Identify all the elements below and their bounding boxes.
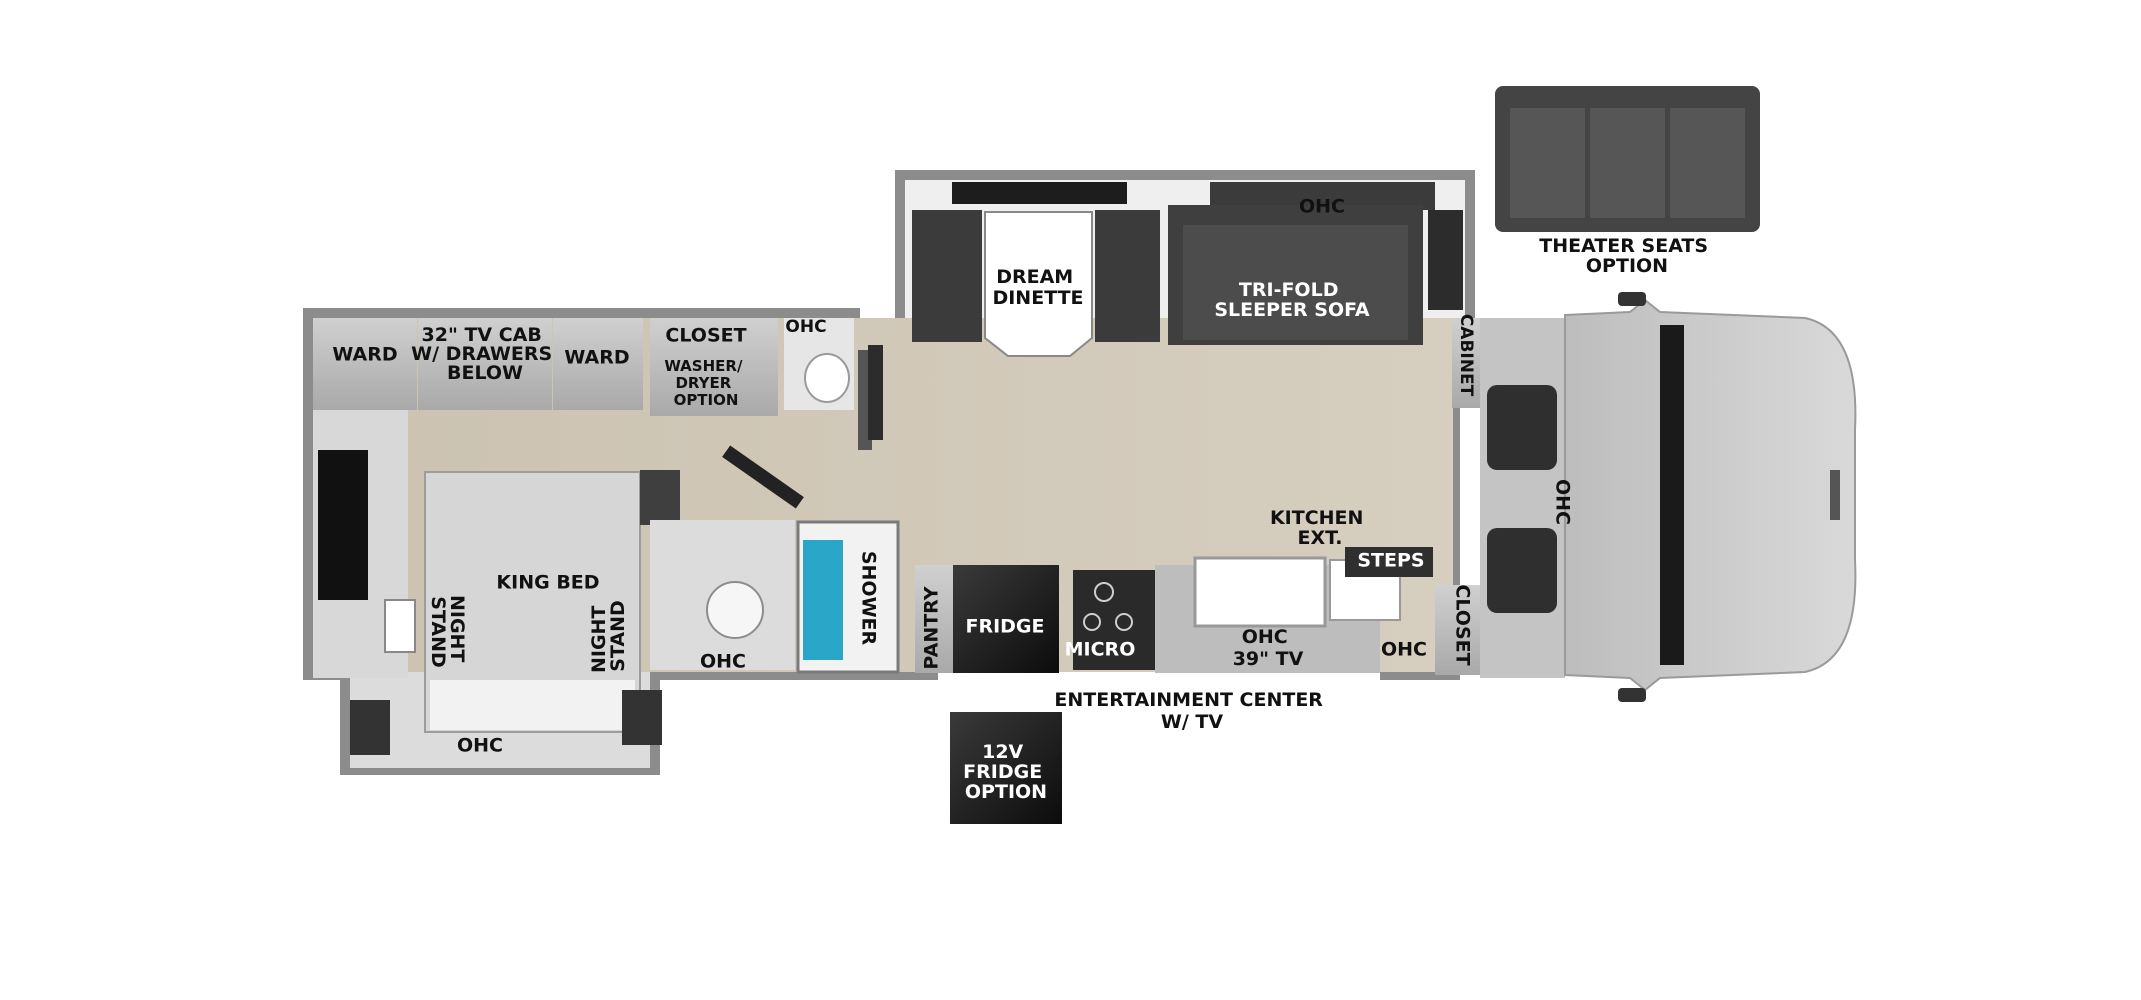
label-ohc-bath: OHC — [785, 317, 826, 337]
theater-seats-option — [1495, 86, 1760, 232]
fridge-box — [953, 565, 1059, 673]
label-shower: SHOWER — [858, 551, 880, 646]
front-cab — [1452, 292, 1857, 702]
label-pantry: PANTRY — [921, 586, 943, 669]
steps-box — [1345, 547, 1433, 577]
bedroom — [313, 410, 680, 755]
label-cabinet: CABINET — [1456, 314, 1476, 397]
label-night-stand-right: NIGHT STAND — [588, 599, 629, 673]
dinette-bench-left — [912, 210, 982, 342]
burner-3 — [1115, 613, 1133, 631]
label-fridge: FRIDGE — [965, 616, 1044, 638]
bath-door — [722, 445, 804, 509]
mirror-top — [1618, 292, 1646, 306]
dinette-window — [952, 182, 1127, 204]
galley-sink — [1193, 556, 1327, 628]
slideout-side-cab — [1428, 210, 1463, 310]
label-fridge-option: 12V FRIDGE OPTION — [963, 741, 1049, 803]
burner-1 — [1094, 582, 1114, 602]
label-king-bed: KING BED — [496, 572, 599, 594]
dinette-side-post — [868, 345, 883, 440]
shower-accent — [803, 540, 843, 660]
toilet-icon — [706, 581, 764, 639]
cockpit-floor — [1480, 318, 1565, 678]
ward-left-cabinet — [313, 318, 417, 410]
bedroom-window-right — [622, 690, 662, 745]
label-ohc-tv: OHC 39" TV — [1233, 626, 1304, 670]
ward-right-cabinet — [553, 318, 643, 410]
vanity-sink-icon — [804, 353, 850, 403]
label-tv-cab: 32" TV CAB W/ DRAWERS BELOW — [411, 324, 559, 384]
galley — [915, 547, 1480, 675]
sofa-seat-area — [1183, 225, 1408, 340]
label-ohc-bath-lower: OHC — [700, 651, 746, 673]
theater-seat-1 — [1510, 108, 1585, 218]
label-micro: MICRO — [1065, 639, 1136, 661]
label-kitchen-ext: KITCHEN EXT. — [1270, 507, 1370, 549]
fridge-option — [950, 712, 1062, 824]
dinette-table — [984, 211, 1093, 357]
burner-2 — [1083, 613, 1101, 631]
label-dream-dinette: DREAM DINETTE — [992, 266, 1083, 309]
closet-cabinet — [650, 318, 778, 416]
closet-front-box — [1435, 585, 1480, 675]
truck-cab-body — [1564, 298, 1857, 692]
label-closet-front: CLOSET — [1452, 584, 1474, 665]
label-steps: STEPS — [1357, 550, 1424, 572]
micro-box — [1073, 570, 1155, 670]
label-night-stand-left: NIGHT STAND — [428, 595, 469, 669]
label-entertainment: ENTERTAINMENT CENTER W/ TV — [1054, 689, 1329, 733]
label-theater-seats: THEATER SEATS OPTION — [1539, 235, 1714, 277]
hood-vent — [1830, 470, 1840, 520]
cabinet-front — [1452, 318, 1482, 408]
night-stand-left-box — [384, 599, 416, 653]
label-ohc-bedroom: OHC — [457, 735, 503, 757]
label-ward-left: WARD — [332, 344, 397, 366]
mirror-bottom — [1618, 688, 1646, 702]
passenger-seat — [1487, 528, 1557, 613]
theater-seat-3 — [1670, 108, 1745, 218]
label-ohc-cab: OHC — [1552, 479, 1574, 525]
label-washer-dryer: WASHER/ DRYER OPTION — [664, 357, 747, 409]
theater-seat-2 — [1590, 108, 1665, 218]
label-sleeper-sofa: TRI-FOLD SLEEPER SOFA — [1214, 279, 1370, 321]
label-closet-rear: CLOSET — [665, 325, 746, 347]
driver-seat — [1487, 385, 1557, 470]
labels: WARD 32" TV CAB W/ DRAWERS BELOW WARD CL… — [332, 196, 1714, 803]
slideout-furniture — [868, 182, 1463, 440]
dinette-bench-right — [1095, 210, 1160, 342]
tv-cab-cabinet — [418, 318, 552, 410]
bedroom-window-left — [350, 700, 390, 755]
label-ohc-sofa: OHC — [1299, 196, 1345, 218]
windshield — [1660, 325, 1684, 665]
king-bed-pillow-area — [430, 680, 635, 730]
label-ward-right: WARD — [564, 347, 629, 369]
bedroom-tv — [318, 450, 368, 600]
rear-wardrobes — [313, 318, 872, 450]
night-stand-right-box — [640, 470, 680, 525]
fridge-option-box — [950, 712, 1062, 824]
label-ohc-front: OHC — [1381, 639, 1427, 661]
pantry-cabinet — [915, 565, 953, 673]
bathroom — [650, 445, 900, 674]
